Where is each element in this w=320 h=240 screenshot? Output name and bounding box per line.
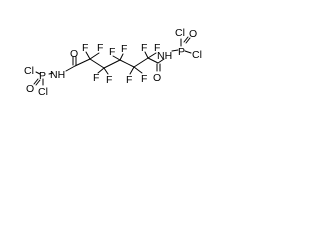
atom-p-top: P	[178, 46, 185, 58]
bond-cf-4a	[129, 66, 135, 75]
atom-cl-top-right: Cl	[192, 49, 202, 61]
bond-c-n-bottom	[65, 65, 76, 72]
bond-chain-1	[74, 58, 91, 67]
atom-o-bottom: O	[26, 83, 34, 95]
bond-chain-5	[133, 57, 149, 68]
atom-f-c4b: F	[141, 73, 147, 85]
bond-chain-3	[103, 59, 121, 69]
bond-chain-2	[89, 58, 105, 69]
atom-o-amide-top: O	[153, 72, 161, 84]
bond-n-p-bottom	[48, 72, 54, 75]
chemical-structure: Cl Cl O P NH O F F F F F F F F F F O NH …	[24, 27, 202, 98]
bond-p-o-bottom-1	[33, 78, 39, 85]
atom-label-layer: Cl Cl O P NH O F F F F F F F F F F O NH …	[24, 27, 202, 98]
atom-o-top: O	[189, 28, 197, 40]
atom-f-c2a: F	[93, 72, 99, 84]
atom-f-c1a: F	[82, 42, 88, 54]
atom-f-c4a: F	[126, 74, 132, 86]
bond-cf-3a	[112, 55, 121, 61]
atom-f-c2b: F	[106, 74, 112, 86]
bond-p-o-bottom-2	[35, 79, 41, 86]
bond-cf-1a	[85, 51, 91, 60]
atom-f-c5b: F	[154, 42, 160, 54]
bond-cf-5a	[144, 51, 149, 59]
atom-f-c5a: F	[141, 42, 147, 54]
atom-cl-bottom-left: Cl	[24, 65, 34, 77]
atom-f-c1b: F	[97, 42, 103, 54]
atom-f-c3a: F	[109, 46, 115, 58]
bond-chain-4	[119, 59, 135, 68]
atom-cl-bottom-right: Cl	[38, 86, 48, 98]
bond-cf-3b	[119, 53, 124, 61]
atom-nh-top: NH	[157, 50, 172, 62]
bond-p-o-top-1	[183, 36, 189, 43]
bond-cf-1b	[89, 52, 100, 60]
bond-layer	[33, 36, 192, 86]
bond-n-p-top	[171, 49, 179, 52]
bond-c-n-top	[157, 58, 165, 64]
bond-p-cl-bottom-left	[35, 71, 41, 75]
bond-cf-5b	[147, 52, 157, 59]
bond-cf-4b	[133, 66, 143, 74]
bond-p-o-top-2	[185, 37, 191, 44]
bond-p-cl-top-right	[184, 50, 192, 54]
atom-o-amide-bottom: O	[70, 48, 78, 60]
bond-cf-2a	[97, 67, 105, 74]
atom-cl-top-left: Cl	[175, 27, 185, 39]
bond-chain-6	[147, 57, 159, 64]
bond-cf-2b	[103, 67, 109, 75]
atom-f-c3b: F	[121, 43, 127, 55]
atom-nh-bottom: NH	[50, 69, 65, 81]
atom-p-bottom: P	[39, 70, 46, 82]
